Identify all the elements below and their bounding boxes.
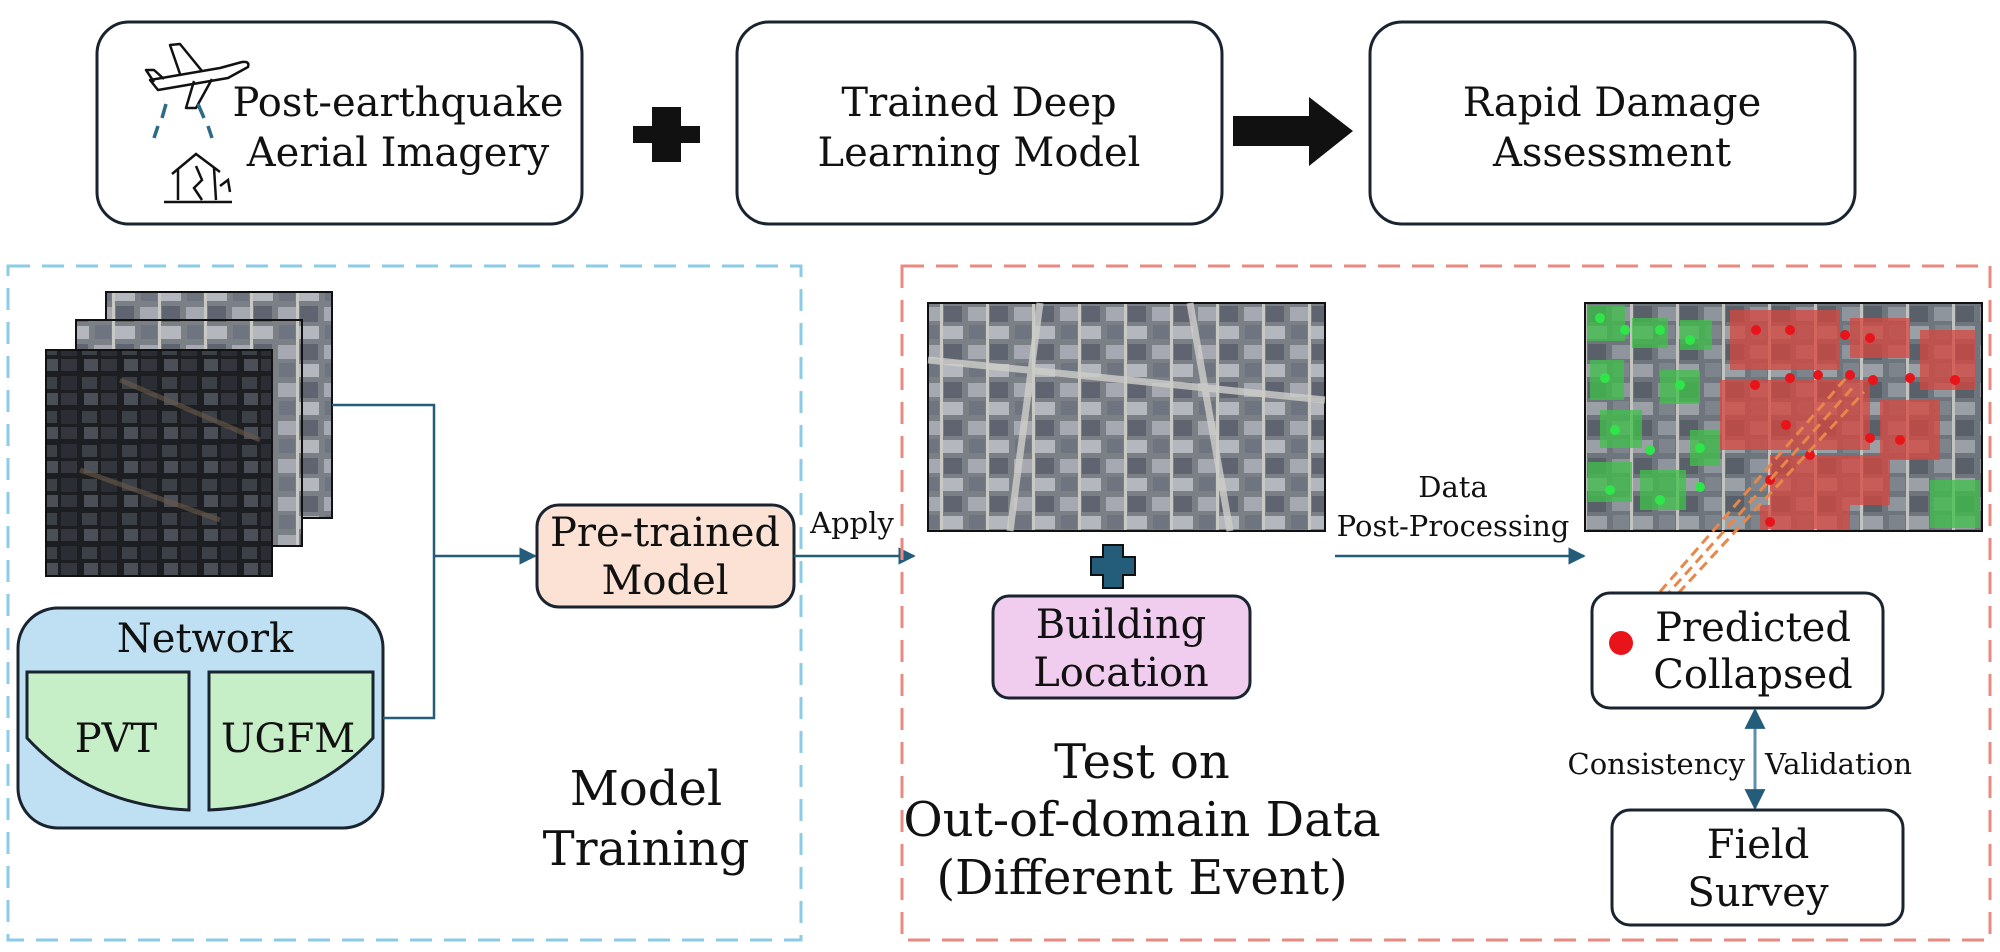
input-box-line1: Post-earthquake — [232, 80, 563, 126]
field-survey-box: Field Survey — [1610, 808, 1905, 927]
signal-dashes — [152, 103, 214, 139]
model-box-line1: Trained Deep — [841, 80, 1116, 126]
test-caption-line3: (Different Event) — [936, 850, 1347, 906]
validation-left-label: Consistency — [1568, 747, 1746, 781]
pretrained-model-box: Pre-trained Model — [535, 503, 796, 609]
aerial-image-test — [927, 302, 1326, 532]
pretrained-line2: Model — [601, 558, 728, 604]
apply-label: Apply — [809, 506, 894, 540]
airplane-icon — [144, 42, 250, 110]
predicted-line1: Predicted — [1655, 605, 1851, 651]
survey-line2: Survey — [1687, 870, 1829, 916]
predicted-collapsed-box: Predicted Collapsed — [1590, 591, 1885, 710]
plus-small-icon — [1090, 544, 1136, 589]
input-box-line2: Aerial Imagery — [246, 130, 550, 176]
test-caption-line2: Out-of-domain Data — [903, 792, 1380, 848]
training-panel-border — [6, 264, 803, 942]
location-line2: Location — [1033, 650, 1209, 696]
training-caption-line2: Training — [543, 821, 750, 877]
pretrained-line1: Pre-trained — [550, 510, 780, 556]
plus-icon — [633, 107, 700, 162]
model-box-line2: Learning Model — [818, 130, 1141, 176]
test-panel-border — [900, 264, 1992, 942]
collapsed-marker — [1609, 631, 1633, 655]
model-box: Trained Deep Learning Model — [735, 20, 1224, 226]
test-caption-line1: Test on — [1054, 734, 1230, 790]
module-ugfm: UGFM — [221, 716, 355, 762]
input-box: Post-earthquake Aerial Imagery — [95, 20, 584, 226]
module-pvt: PVT — [75, 716, 158, 762]
aerial-image-prediction — [1584, 302, 1983, 532]
building-location-box: Building Location — [991, 594, 1252, 700]
postproc-line1: Data — [1418, 470, 1487, 504]
output-box-line2: Assessment — [1492, 130, 1731, 176]
aerial-image-stack — [45, 291, 333, 577]
validation-right-label: Validation — [1764, 747, 1912, 781]
network-block: Network PVT UGFM — [16, 606, 385, 830]
predicted-line2: Collapsed — [1653, 652, 1853, 698]
output-box: Rapid Damage Assessment — [1368, 20, 1857, 226]
survey-line1: Field — [1707, 822, 1810, 868]
network-label: Network — [117, 616, 294, 662]
training-connectors — [332, 403, 537, 720]
output-box-line1: Rapid Damage — [1463, 80, 1762, 126]
damaged-house-icon — [164, 152, 232, 204]
postproc-line2: Post-Processing — [1337, 509, 1570, 543]
right-arrow-icon — [1233, 97, 1353, 166]
training-caption-line1: Model — [570, 761, 723, 817]
location-line1: Building — [1036, 602, 1207, 648]
